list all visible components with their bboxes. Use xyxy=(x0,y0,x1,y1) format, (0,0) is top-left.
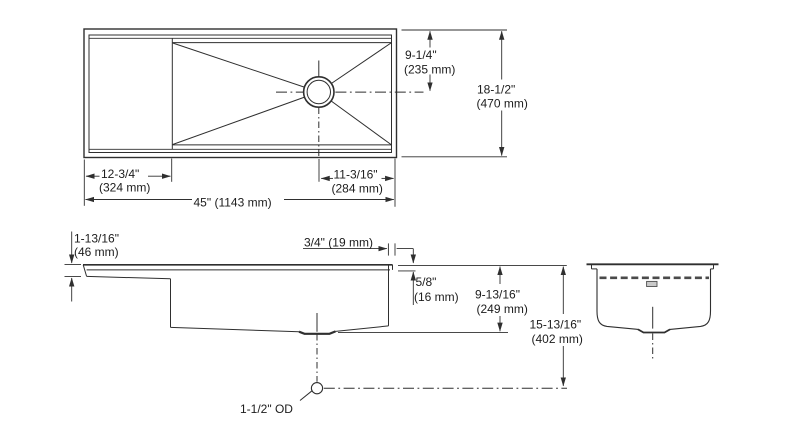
drain-centerline-in-label: 15-13/16" xyxy=(530,318,582,332)
drainboard-width-mm-label: (324 mm) xyxy=(99,181,150,195)
drain-from-top-in-label: 9-1/4" xyxy=(405,48,437,62)
drain-offset-right-in-label: 11-3/16" xyxy=(334,168,378,182)
drain-recess-end xyxy=(637,328,671,334)
outlet-leader-line xyxy=(299,390,313,401)
label-drain-outlet: 1-1/2" OD xyxy=(240,402,293,416)
dim-drain-centerline-height: 15-13/16" (402 mm) xyxy=(530,266,583,387)
rim-overhang-label: 3/4" (19 mm) xyxy=(304,236,373,250)
dim-bowl-depth: 9-13/16" (249 mm) xyxy=(338,266,528,333)
drainboard-surface-line xyxy=(86,275,171,280)
dim-left-lip: 1-13/16" (46 mm) xyxy=(64,231,119,302)
dim-drainboard-width: 12-3/4" (324 mm) xyxy=(83,158,173,206)
drain-from-top-mm-label: (235 mm) xyxy=(404,63,455,77)
overall-depth-in-label: 18-1/2" xyxy=(477,83,515,97)
front-view-outline xyxy=(82,263,567,401)
drain-opening xyxy=(302,76,335,109)
brand-badge xyxy=(646,280,658,287)
bowl-depth-mm-label: (249 mm) xyxy=(477,302,528,316)
overall-depth-mm-label: (470 mm) xyxy=(477,97,528,111)
dim-drain-from-top: 9-1/4" (235 mm) xyxy=(401,29,507,92)
dim-rim-overhang: 3/4" (19 mm) xyxy=(303,236,416,264)
dim-overall-width: 45" (1143 mm) xyxy=(85,196,395,210)
drain-recess-front xyxy=(298,330,336,335)
drain-centerline-mm-label: (402 mm) xyxy=(532,332,583,346)
end-view-outline xyxy=(586,263,719,359)
drainboard-width-in-label: 12-3/4" xyxy=(101,167,139,181)
drain-outlet-circle xyxy=(310,382,324,395)
dim-rim-thickness: 5/8" (16 mm) xyxy=(398,264,567,305)
left-lip-in-label: 1-13/16" xyxy=(74,232,119,246)
top-view-outline xyxy=(83,28,424,159)
overall-width-label: 45" (1143 mm) xyxy=(194,196,272,210)
bowl-depth-in-label: 9-13/16" xyxy=(475,288,520,302)
left-lip-mm-label: (46 mm) xyxy=(74,245,119,259)
dim-drain-offset-right: 11-3/16" (284 mm) xyxy=(318,158,396,207)
drain-outlet-label: 1-1/2" OD xyxy=(240,402,293,416)
dim-overall-depth: 18-1/2" (470 mm) xyxy=(401,30,528,158)
rim-thickness-mm-label: (16 mm) xyxy=(414,290,459,304)
rim-thickness-in-label: 5/8" xyxy=(416,275,437,289)
drain-offset-right-mm-label: (284 mm) xyxy=(332,182,383,196)
